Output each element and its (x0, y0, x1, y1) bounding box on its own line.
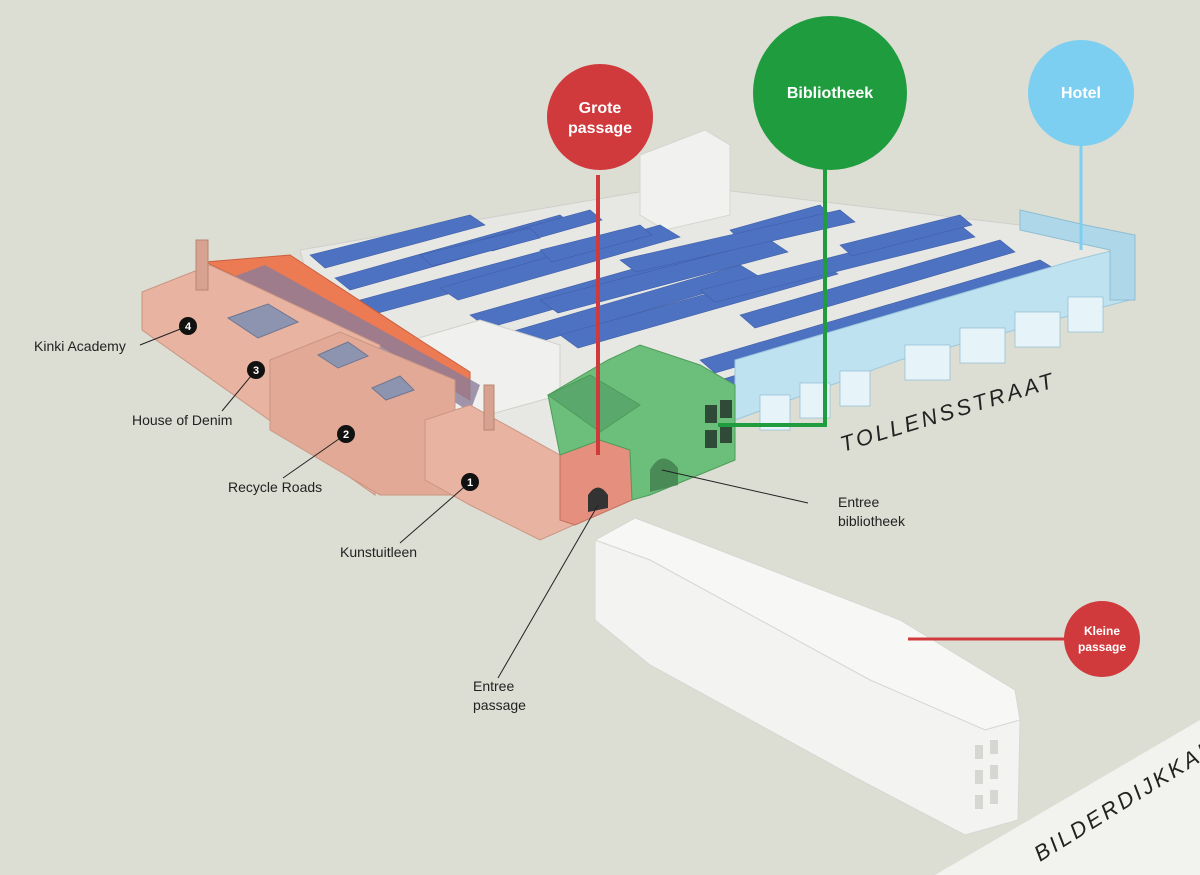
new-building-windows (975, 740, 998, 809)
tower (639, 129, 731, 231)
svg-text:Hotel: Hotel (1061, 85, 1101, 102)
bibliotheek-line (718, 165, 827, 427)
svg-text:Kleine: Kleine (1084, 624, 1120, 638)
label-recycle-roads: Recycle Roads (228, 479, 322, 495)
svg-text:passage: passage (1078, 640, 1126, 654)
label-entree-passage-2: passage (473, 697, 526, 713)
label-kunstuitleen: Kunstuitleen (340, 544, 417, 560)
library-windows (705, 400, 732, 448)
callout-hotel: Hotel (1028, 40, 1134, 146)
marker-2: 2 (337, 425, 355, 443)
marker-3: 3 (247, 361, 265, 379)
label-house-of-denim: House of Denim (132, 412, 232, 428)
marker-1: 1 (461, 473, 479, 491)
svg-text:Grote: Grote (579, 100, 622, 117)
label-entree-bibliotheek-2: bibliotheek (838, 513, 906, 529)
bilderdijkkade-road (935, 720, 1200, 875)
svg-text:passage: passage (568, 120, 632, 137)
svg-text:4: 4 (185, 321, 192, 333)
marker-4: 4 (179, 317, 197, 335)
street-tollensstraat: TOLLENSSTRAAT (837, 367, 1059, 456)
callout-bibliotheek: Bibliotheek (753, 16, 907, 170)
brick-skylights (226, 303, 415, 401)
library-entrance-arch (650, 458, 678, 492)
passage-arch (588, 487, 608, 512)
callout-kleine-passage: Kleine passage (1064, 601, 1140, 677)
hotel-tower (1019, 209, 1136, 301)
callout-grote-passage: Grote passage (547, 64, 653, 170)
library-roof (547, 374, 641, 433)
chimney-left (195, 239, 209, 291)
label-kinki-academy: Kinki Academy (34, 338, 126, 354)
label-entree-passage-1: Entree (473, 678, 514, 694)
svg-text:Bibliotheek: Bibliotheek (787, 85, 873, 102)
svg-text:2: 2 (343, 429, 349, 441)
svg-text:1: 1 (467, 477, 473, 489)
label-entree-bibliotheek-1: Entree (838, 494, 879, 510)
chimney-right (483, 384, 495, 431)
new-building-facade (594, 539, 1021, 836)
svg-text:3: 3 (253, 365, 259, 377)
